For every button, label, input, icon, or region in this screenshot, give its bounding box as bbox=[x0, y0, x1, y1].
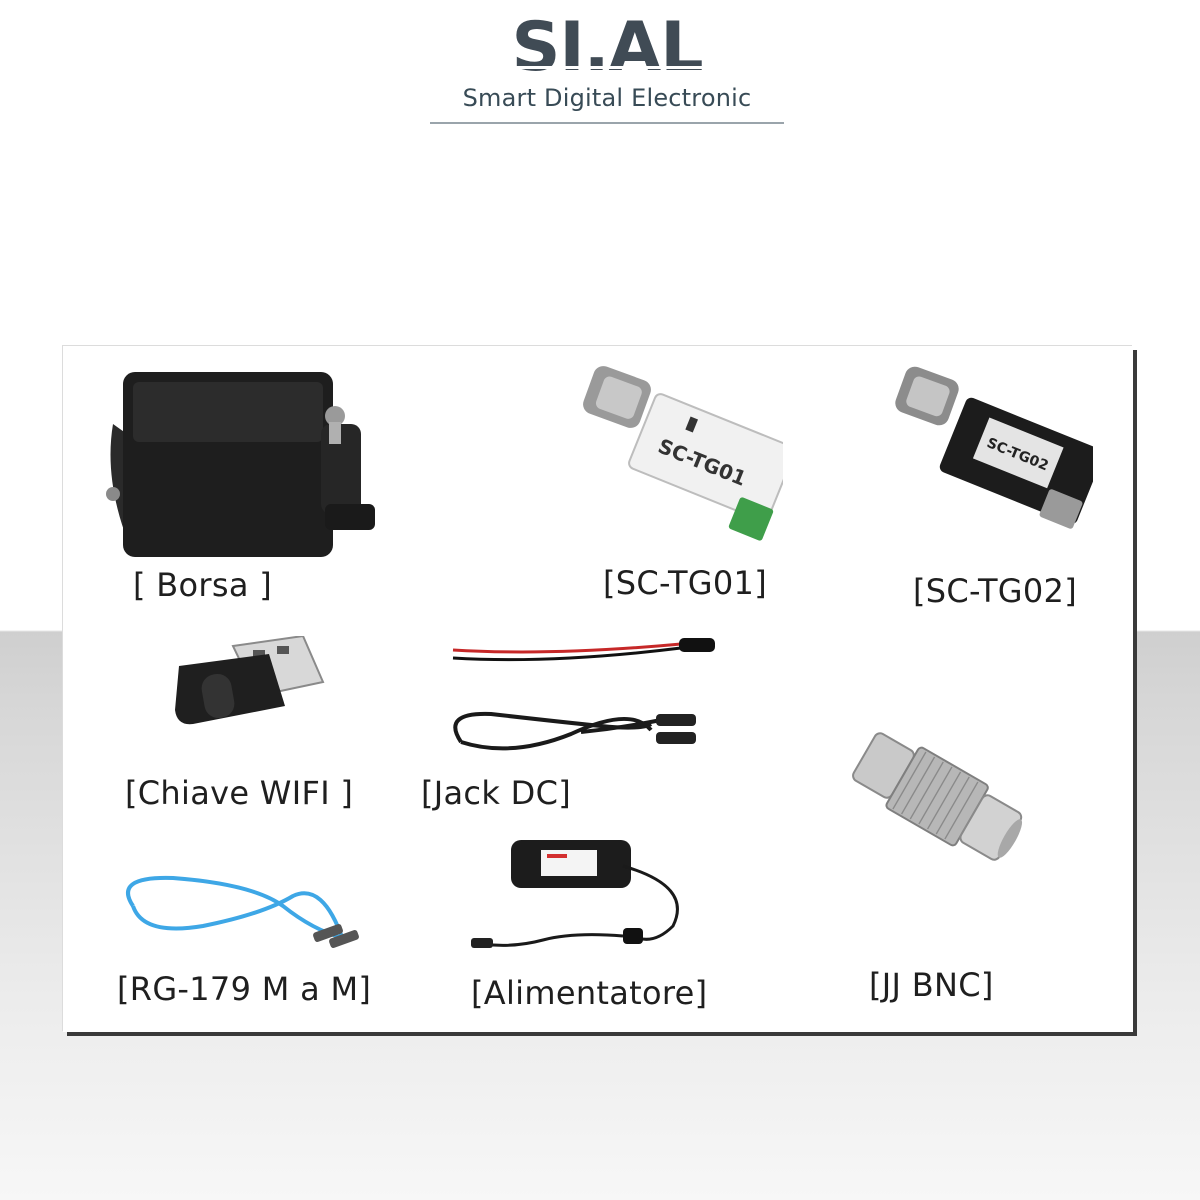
dc-cables-icon bbox=[452, 638, 715, 751]
blue-coax-cable-icon bbox=[126, 875, 359, 948]
brand-tagline: Smart Digital Electronic bbox=[462, 84, 752, 112]
bnc-balun-white-icon: SC-TG01 bbox=[583, 366, 783, 541]
sial-wordmark: SI.AL bbox=[468, 10, 748, 82]
label-borsa: [ Borsa ] bbox=[133, 566, 272, 604]
bnc-coupler-icon bbox=[852, 732, 1023, 861]
label-chiave-wifi: [Chiave WIFI ] bbox=[125, 774, 354, 812]
carry-bag-icon bbox=[106, 372, 375, 557]
bnc-balun-black-icon: SC-TG02 bbox=[895, 366, 1093, 529]
brand-name: SI.AL bbox=[511, 10, 702, 82]
accessories-panel: [ Borsa ] SC-TG01 [SC-TG01] SC-TG02 bbox=[63, 346, 1133, 1032]
usb-wifi-dongle-icon bbox=[175, 636, 325, 725]
brand-logo: SI.AL Smart Digital Electronic bbox=[430, 10, 784, 128]
label-jack-dc: [Jack DC] bbox=[421, 774, 571, 812]
label-alimentatore: [Alimentatore] bbox=[471, 974, 708, 1012]
label-jj-bnc: [JJ BNC] bbox=[869, 966, 994, 1004]
label-sc-tg02: [SC-TG02] bbox=[913, 572, 1077, 610]
battery-pack-icon bbox=[471, 840, 679, 948]
label-rg-179: [RG-179 M a M] bbox=[117, 970, 372, 1008]
header-divider bbox=[430, 122, 784, 124]
label-sc-tg01: [SC-TG01] bbox=[603, 564, 767, 602]
